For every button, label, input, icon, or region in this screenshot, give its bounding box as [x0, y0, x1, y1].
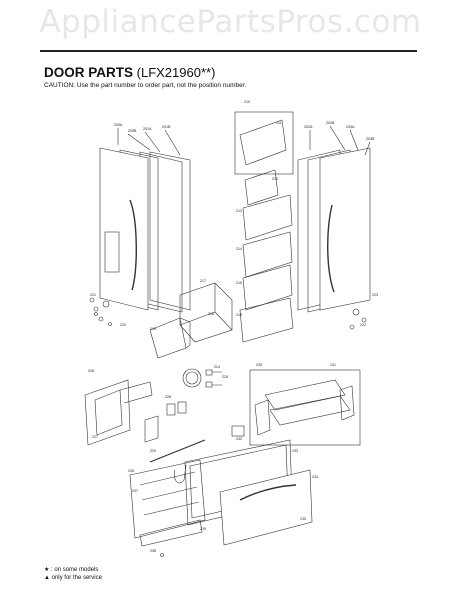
page-title: DOOR PARTS (LFX21960**) — [44, 65, 215, 80]
drawer-rail-arm — [119, 381, 153, 404]
callout-label: 211 — [276, 121, 282, 125]
header-rule — [40, 50, 417, 52]
callout-label: 200B — [128, 129, 137, 133]
ice-bucket — [179, 282, 233, 343]
bin-4 — [242, 264, 293, 311]
caution-text: CAUTION: Use the part number to order pa… — [44, 82, 247, 89]
callout-label: 239 — [200, 527, 206, 531]
callout-label: 225 — [222, 375, 228, 379]
bracket-end-left — [254, 399, 271, 436]
freezer-drawer-frame — [84, 379, 206, 484]
freezer-handle — [239, 484, 297, 501]
basket-rail — [139, 519, 203, 547]
bracket-end-right — [339, 385, 355, 421]
bin-5 — [239, 297, 294, 343]
left-door-outer — [99, 147, 149, 311]
callout-label: 233 — [292, 449, 298, 453]
callout-label: 203B — [366, 137, 375, 141]
bracket-rail — [264, 379, 346, 411]
legend: ★ : on some models ▲ only for the servic… — [44, 566, 102, 582]
callout-labels: 200A 200B 201A 201B 210 211 212 213 214 … — [88, 100, 378, 553]
callout-label: 238 — [150, 549, 156, 553]
left-door-assembly — [93, 128, 191, 322]
callout-label: 214 — [236, 247, 242, 251]
right-lower-hinge — [352, 308, 360, 316]
callout-label: 224 — [214, 365, 220, 369]
drawer-rod — [149, 439, 206, 463]
dispenser-bracket — [149, 317, 187, 359]
bin-2 — [242, 194, 293, 241]
callout-label: 200A — [114, 123, 123, 127]
callout-label: 202B — [326, 121, 335, 125]
legend-some-models: ★ : on some models — [44, 567, 99, 573]
top-bin — [239, 119, 287, 166]
callout-label: 227 — [92, 435, 98, 439]
site-watermark: AppliancePartsPros.com — [39, 4, 422, 40]
callout-label: 226 — [88, 369, 94, 373]
left-door-gasket — [149, 151, 191, 311]
drawer-clip-2 — [177, 401, 187, 414]
right-door-assembly — [297, 125, 371, 330]
drawer-slide — [144, 415, 159, 443]
model-text: (LFX21960**) — [136, 65, 216, 80]
callout-label: 212 — [272, 177, 278, 181]
left-lower-hinge — [102, 300, 110, 308]
callout-label: 228 — [165, 395, 171, 399]
drawer-rail-left — [84, 379, 131, 446]
door-bins — [149, 111, 294, 359]
callout-label: 201B — [162, 125, 171, 129]
dairy-bin — [244, 169, 279, 206]
callout-label: 217 — [200, 279, 206, 283]
bin-cover-box — [234, 111, 294, 175]
callout-label: 231 — [330, 363, 336, 367]
callout-label: 213 — [236, 209, 242, 213]
lower-hinge-cluster — [89, 297, 112, 326]
water-line-parts — [182, 368, 222, 388]
tube-coil — [182, 368, 202, 388]
freezer-door-outer — [219, 469, 313, 546]
callout-label: 203A — [346, 125, 355, 129]
freezer-bracket — [231, 369, 361, 446]
drawer-clip-1 — [166, 403, 176, 416]
callout-label: 215 — [236, 281, 242, 285]
tube-fitting — [205, 369, 213, 376]
right-door-handle — [327, 204, 335, 293]
callout-label: 216 — [236, 313, 242, 317]
bin-3 — [242, 231, 293, 278]
callout-label: 220 — [120, 323, 126, 327]
left-lower-cap — [93, 306, 99, 312]
callout-label: 210 — [244, 100, 250, 104]
callout-label: 236 — [128, 469, 134, 473]
callout-label: 223 — [372, 293, 378, 297]
callout-label: 218 — [208, 312, 214, 316]
left-door-handle — [129, 199, 137, 291]
freezer-basket — [129, 459, 206, 539]
callout-label: 222 — [360, 323, 366, 327]
callout-label: 230 — [256, 363, 262, 367]
callout-label: 234 — [312, 475, 318, 479]
callout-label: 235 — [300, 517, 306, 521]
title-text: DOOR PARTS — [44, 65, 134, 80]
left-door-display — [104, 231, 120, 273]
callout-label: 219 — [150, 327, 156, 331]
drawer-hook — [173, 464, 187, 484]
right-door-outer — [319, 147, 371, 311]
legend-service-only: ▲ only for the service — [44, 575, 102, 581]
callout-label: 202A — [304, 125, 313, 129]
callout-label: 232 — [236, 437, 242, 441]
freezer-drawer-door — [129, 439, 313, 557]
callout-label: 237 — [132, 489, 138, 493]
bracket-box — [249, 369, 361, 446]
callout-label: 201A — [143, 127, 152, 131]
callout-label: 229 — [150, 449, 156, 453]
callout-label: 221 — [90, 293, 96, 297]
sensor-block — [231, 425, 245, 437]
